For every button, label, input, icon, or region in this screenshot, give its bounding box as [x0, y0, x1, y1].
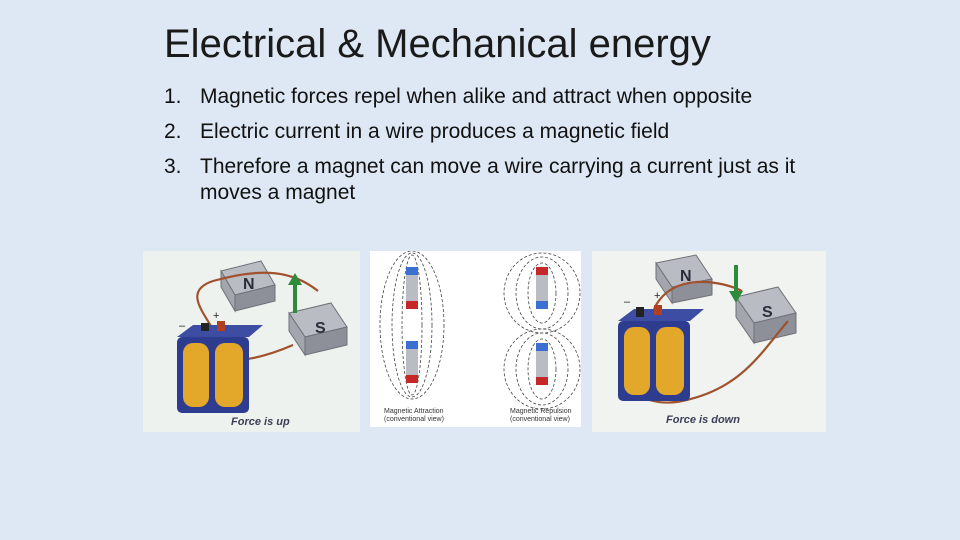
battery — [177, 321, 263, 413]
bullet-text: Electric current in a wire produces a ma… — [200, 120, 670, 143]
force-down-arrow — [729, 265, 743, 303]
repulsion-caption: Magnetic Repulsion (conventional view) — [510, 408, 571, 424]
bullet-number: 3. — [164, 155, 182, 178]
magnetic-field-diagram: Magnetic Attraction (conventional view) … — [370, 251, 581, 427]
minus-sign: – — [624, 296, 631, 308]
repulsion-subtitle: (conventional view) — [510, 416, 570, 423]
north-label: N — [243, 276, 255, 293]
south-magnet-block: S — [735, 286, 797, 345]
battery — [618, 305, 704, 401]
force-up-arrow — [288, 273, 302, 313]
bullet-item: 3. Therefore a magnet can move a wire ca… — [164, 154, 804, 206]
slide-title: Electrical & Mechanical energy — [164, 22, 711, 66]
force-down-illustration: N S – + Force is down — [592, 251, 826, 432]
attraction-title: Magnetic Attraction — [384, 408, 444, 415]
plus-sign: + — [654, 290, 660, 302]
repulsion-title: Magnetic Repulsion — [510, 408, 572, 415]
south-magnet-block: S — [288, 302, 348, 357]
bullet-item: 2. Electric current in a wire produces a… — [164, 119, 804, 145]
minus-sign: – — [179, 320, 186, 332]
repulsion-field-lines — [503, 252, 581, 410]
bullet-item: 1. Magnetic forces repel when alike and … — [164, 84, 804, 110]
force-up-caption: Force is up — [231, 416, 290, 428]
bullet-list: 1. Magnetic forces repel when alike and … — [164, 84, 804, 215]
repulsion-magnets — [536, 267, 548, 385]
attraction-caption: Magnetic Attraction (conventional view) — [384, 408, 444, 424]
force-up-drawing: N S – + — [177, 260, 348, 413]
bullet-number: 1. — [164, 85, 182, 108]
force-down-drawing: N S – + — [618, 254, 797, 404]
bullet-text: Therefore a magnet can move a wire carry… — [200, 155, 796, 204]
force-up-illustration: N S – + Force is up — [143, 251, 360, 432]
north-magnet-block: N — [220, 260, 276, 313]
south-label: S — [762, 304, 773, 321]
attraction-field-lines — [379, 251, 445, 400]
south-label: S — [315, 320, 326, 337]
bullet-text: Magnetic forces repel when alike and att… — [200, 85, 753, 108]
north-label: N — [680, 268, 692, 285]
plus-sign: + — [213, 310, 219, 322]
force-down-caption: Force is down — [666, 414, 740, 426]
attraction-magnets — [406, 267, 418, 383]
bullet-number: 2. — [164, 120, 182, 143]
field-lines-drawing — [379, 251, 581, 410]
attraction-subtitle: (conventional view) — [384, 416, 444, 423]
